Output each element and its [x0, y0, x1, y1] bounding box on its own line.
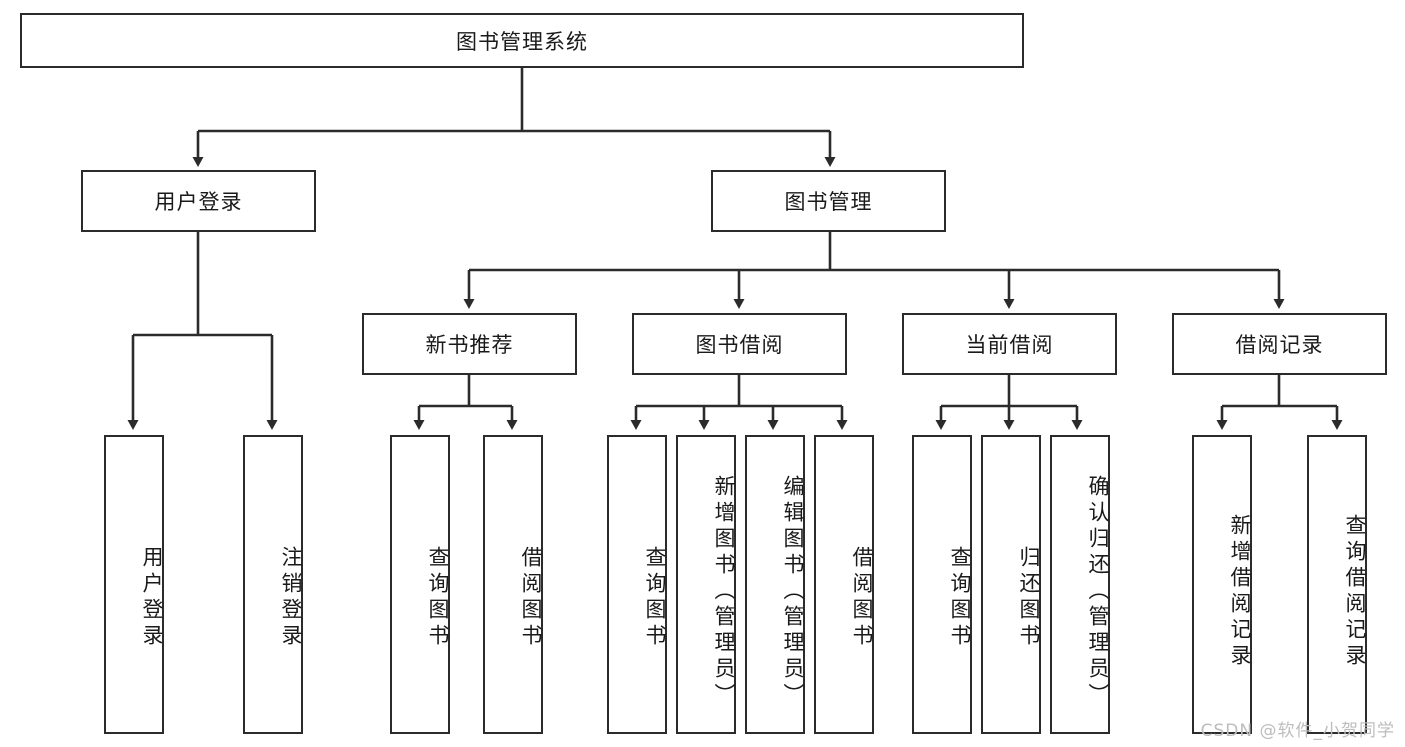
leaf-new-book-query[interactable]: 查询图书 [390, 435, 450, 734]
leaf-current-borrow-return[interactable]: 归还图书 [981, 435, 1041, 734]
leaf-book-borrow-lend[interactable]: 借阅图书 [814, 435, 874, 734]
leaf-book-borrow-edit-admin[interactable]: 编辑图书（管理员） [745, 435, 805, 734]
node-borrow-record[interactable]: 借阅记录 [1172, 313, 1387, 375]
leaf-borrow-record-add[interactable]: 新增借阅记录 [1192, 435, 1252, 734]
node-current-borrow[interactable]: 当前借阅 [902, 313, 1117, 375]
leaf-current-borrow-query[interactable]: 查询图书 [912, 435, 972, 734]
leaf-book-borrow-add-admin[interactable]: 新增图书（管理员） [676, 435, 736, 734]
leaf-current-borrow-confirm-admin[interactable]: 确认归还（管理员） [1050, 435, 1110, 734]
node-book-management[interactable]: 图书管理 [711, 170, 946, 232]
watermark: CSDN @软件_小贺同学 [1200, 721, 1395, 741]
leaf-book-borrow-query[interactable]: 查询图书 [607, 435, 667, 734]
node-user-login[interactable]: 用户登录 [81, 170, 316, 232]
node-book-borrow[interactable]: 图书借阅 [632, 313, 847, 375]
leaf-user-login-signin[interactable]: 用户登录 [104, 435, 164, 734]
node-root-system[interactable]: 图书管理系统 [20, 13, 1024, 68]
leaf-borrow-record-query[interactable]: 查询借阅记录 [1307, 435, 1367, 734]
leaf-new-book-borrow[interactable]: 借阅图书 [483, 435, 543, 734]
node-new-book-recommend[interactable]: 新书推荐 [362, 313, 577, 375]
leaf-user-login-signout[interactable]: 注销登录 [243, 435, 303, 734]
